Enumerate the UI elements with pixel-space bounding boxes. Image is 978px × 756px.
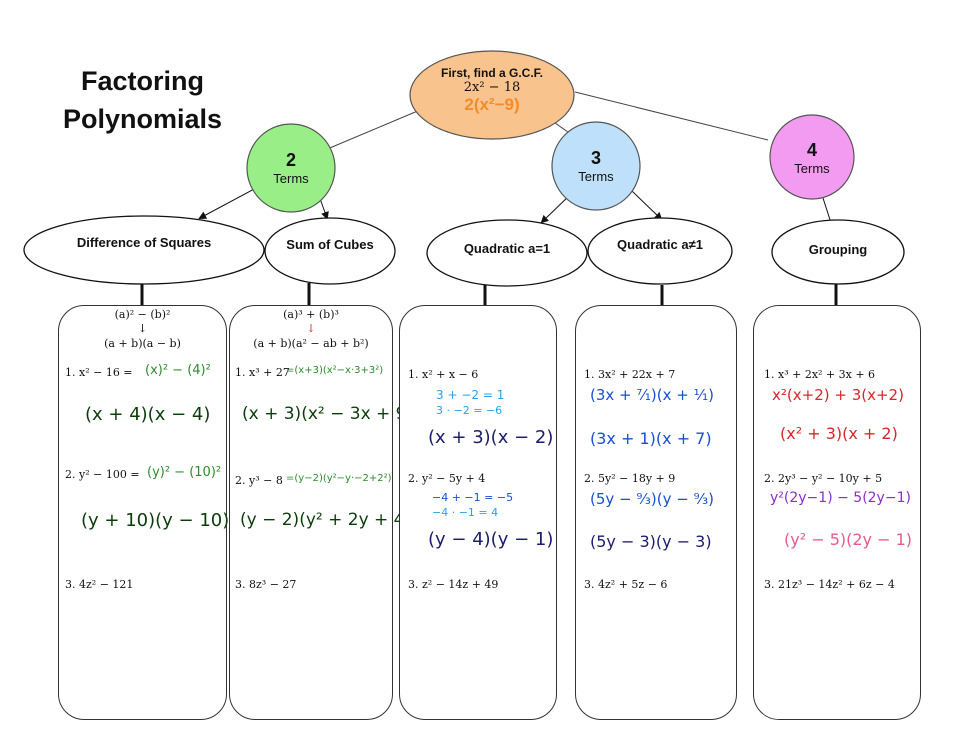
grp-problem-3: 3. 21z³ − 14z² + 6z − 4 (764, 578, 895, 591)
soc-problem-1-work: =(x+3)(x²−x·3+3²) (286, 365, 384, 376)
qan1-problem-2-answer: (5y − 3)(y − 3) (590, 532, 712, 551)
gcf-oval (409, 50, 575, 140)
qan1-problem-1: 1. 3x² + 22x + 7 (584, 368, 676, 381)
qa1-problem-1-answer: (x + 3)(x − 2) (428, 427, 554, 448)
card-quadratic-a-1: 1. x² + x − 6 3 + −2 = 1 3 · −2 = −6 (x … (399, 305, 557, 720)
three-terms-number: 3 (590, 148, 601, 168)
dos-problem-1: 1. x² − 16 = (65, 366, 133, 379)
qa1-problem-2-product: −4 · −1 = 4 (432, 506, 499, 519)
card-quadratic-a-not-1: 1. 3x² + 22x + 7 (3x + ⁷⁄₁)(x + ¹⁄₁) (3x… (575, 305, 737, 720)
qan1-problem-1-answer: (3x + 1)(x + 7) (590, 429, 712, 448)
grp-problem-1-answer: (x² + 3)(x + 2) (780, 424, 898, 443)
qan1-problem-1-work: (3x + ⁷⁄₁)(x + ¹⁄₁) (590, 386, 714, 404)
qa1-problem-2: 2. y² − 5y + 4 (408, 472, 486, 485)
qa1-problem-2-answer: (y − 4)(y − 1) (428, 529, 554, 550)
two-terms-label: 2 Terms (250, 150, 332, 186)
soc-problem-2-work: =(y−2)(y²−y·−2+2²) (286, 473, 392, 484)
card-difference-of-squares: (a)² − (b)² ↓ (a + b)(a − b) 1. x² − 16 … (58, 305, 230, 720)
dos-problem-2: 2. y² − 100 = (65, 468, 140, 481)
gcf-factored: 2(x²−9) (464, 95, 520, 114)
qan1-problem-3: 3. 4z² + 5z − 6 (584, 578, 668, 591)
four-terms-bubble (769, 114, 855, 200)
method-sum-of-cubes: Sum of Cubes (286, 237, 374, 252)
grp-problem-2-answer: (y² − 5)(2y − 1) (784, 530, 913, 549)
dos-problem-2-answer: (y + 10)(y − 10) (81, 510, 230, 531)
dos-problem-3: 3. 4z² − 121 (65, 578, 134, 591)
grp-problem-1: 1. x³ + 2x² + 3x + 6 (764, 368, 876, 381)
two-terms-text: Terms (273, 171, 309, 186)
four-terms-label: 4 Terms (771, 140, 853, 176)
diagram-title: Factoring Polynomials (55, 62, 230, 138)
four-terms-number: 4 (806, 140, 817, 160)
three-terms-bubble (551, 121, 641, 211)
qa1-problem-1: 1. x² + x − 6 (408, 368, 479, 381)
card-grouping: 1. x³ + 2x² + 3x + 6 x²(x+2) + 3(x+2) (x… (753, 305, 921, 720)
gcf-heading: First, find a G.C.F. (440, 66, 543, 80)
down-arrow-icon: ↓ (306, 322, 316, 335)
qan1-problem-2-work: (5y − ⁹⁄₃)(y − ⁹⁄₃) (590, 490, 714, 508)
three-terms-label: 3 Terms (555, 148, 637, 184)
soc-problem-1-answer: (x + 3)(x² − 3x + 9) (242, 404, 414, 424)
grp-problem-1-work: x²(x+2) + 3(x+2) (772, 386, 904, 404)
card-sum-of-cubes: (a)³ + (b)³ ↓ (a + b)(a² − ab + b²) 1. x… (229, 305, 413, 720)
soc-formula: (a)³ + (b)³ (283, 308, 339, 321)
qan1-problem-2: 2. 5y² − 18y + 9 (584, 472, 676, 485)
method-quadratic-a-1: Quadratic a=1 (463, 241, 551, 256)
method-grouping: Grouping (808, 242, 868, 257)
gcf-node: First, find a G.C.F. 2x² − 18 2(x²−9) (420, 66, 564, 115)
qa1-problem-3: 3. z² − 14z + 49 (408, 578, 499, 591)
dos-problem-1-work: (x)² − (4)² (145, 363, 211, 378)
four-terms-text: Terms (794, 161, 830, 176)
title-line-1: Factoring (80, 66, 204, 96)
dos-factored-form: (a + b)(a − b) (104, 337, 181, 350)
three-terms-text: Terms (578, 169, 614, 184)
dos-problem-1-answer: (x + 4)(x − 4) (85, 404, 211, 425)
dos-formula: (a)² − (b)² (114, 308, 171, 321)
method-difference-of-squares: Difference of Squares (76, 235, 212, 250)
qa1-problem-2-sum: −4 + −1 = −5 (432, 491, 514, 504)
grp-problem-2: 2. 2y³ − y² − 10y + 5 (764, 472, 883, 485)
two-terms-number: 2 (285, 150, 296, 170)
soc-problem-2-answer: (y − 2)(y² + 2y + 4) (240, 510, 412, 530)
down-arrow-icon: ↓ (137, 322, 148, 335)
soc-problem-1: 1. x³ + 27 (235, 366, 290, 379)
soc-factored-form: (a + b)(a² − ab + b²) (253, 337, 369, 350)
soc-problem-3: 3. 8z³ − 27 (235, 578, 297, 591)
qa1-problem-1-sum: 3 + −2 = 1 (436, 388, 505, 402)
gcf-expression: 2x² − 18 (463, 80, 521, 95)
dos-problem-2-work: (y)² − (10)² (147, 465, 222, 480)
grp-problem-2-work: y²(2y−1) − 5(2y−1) (770, 490, 911, 506)
soc-problem-2: 2. y³ − 8 (235, 474, 283, 487)
method-quadratic-a-not-1: Quadratic a≠1 (617, 237, 703, 252)
title-line-2: Polynomials (62, 104, 223, 134)
qa1-problem-1-product: 3 · −2 = −6 (436, 404, 503, 417)
two-terms-bubble (246, 123, 336, 213)
